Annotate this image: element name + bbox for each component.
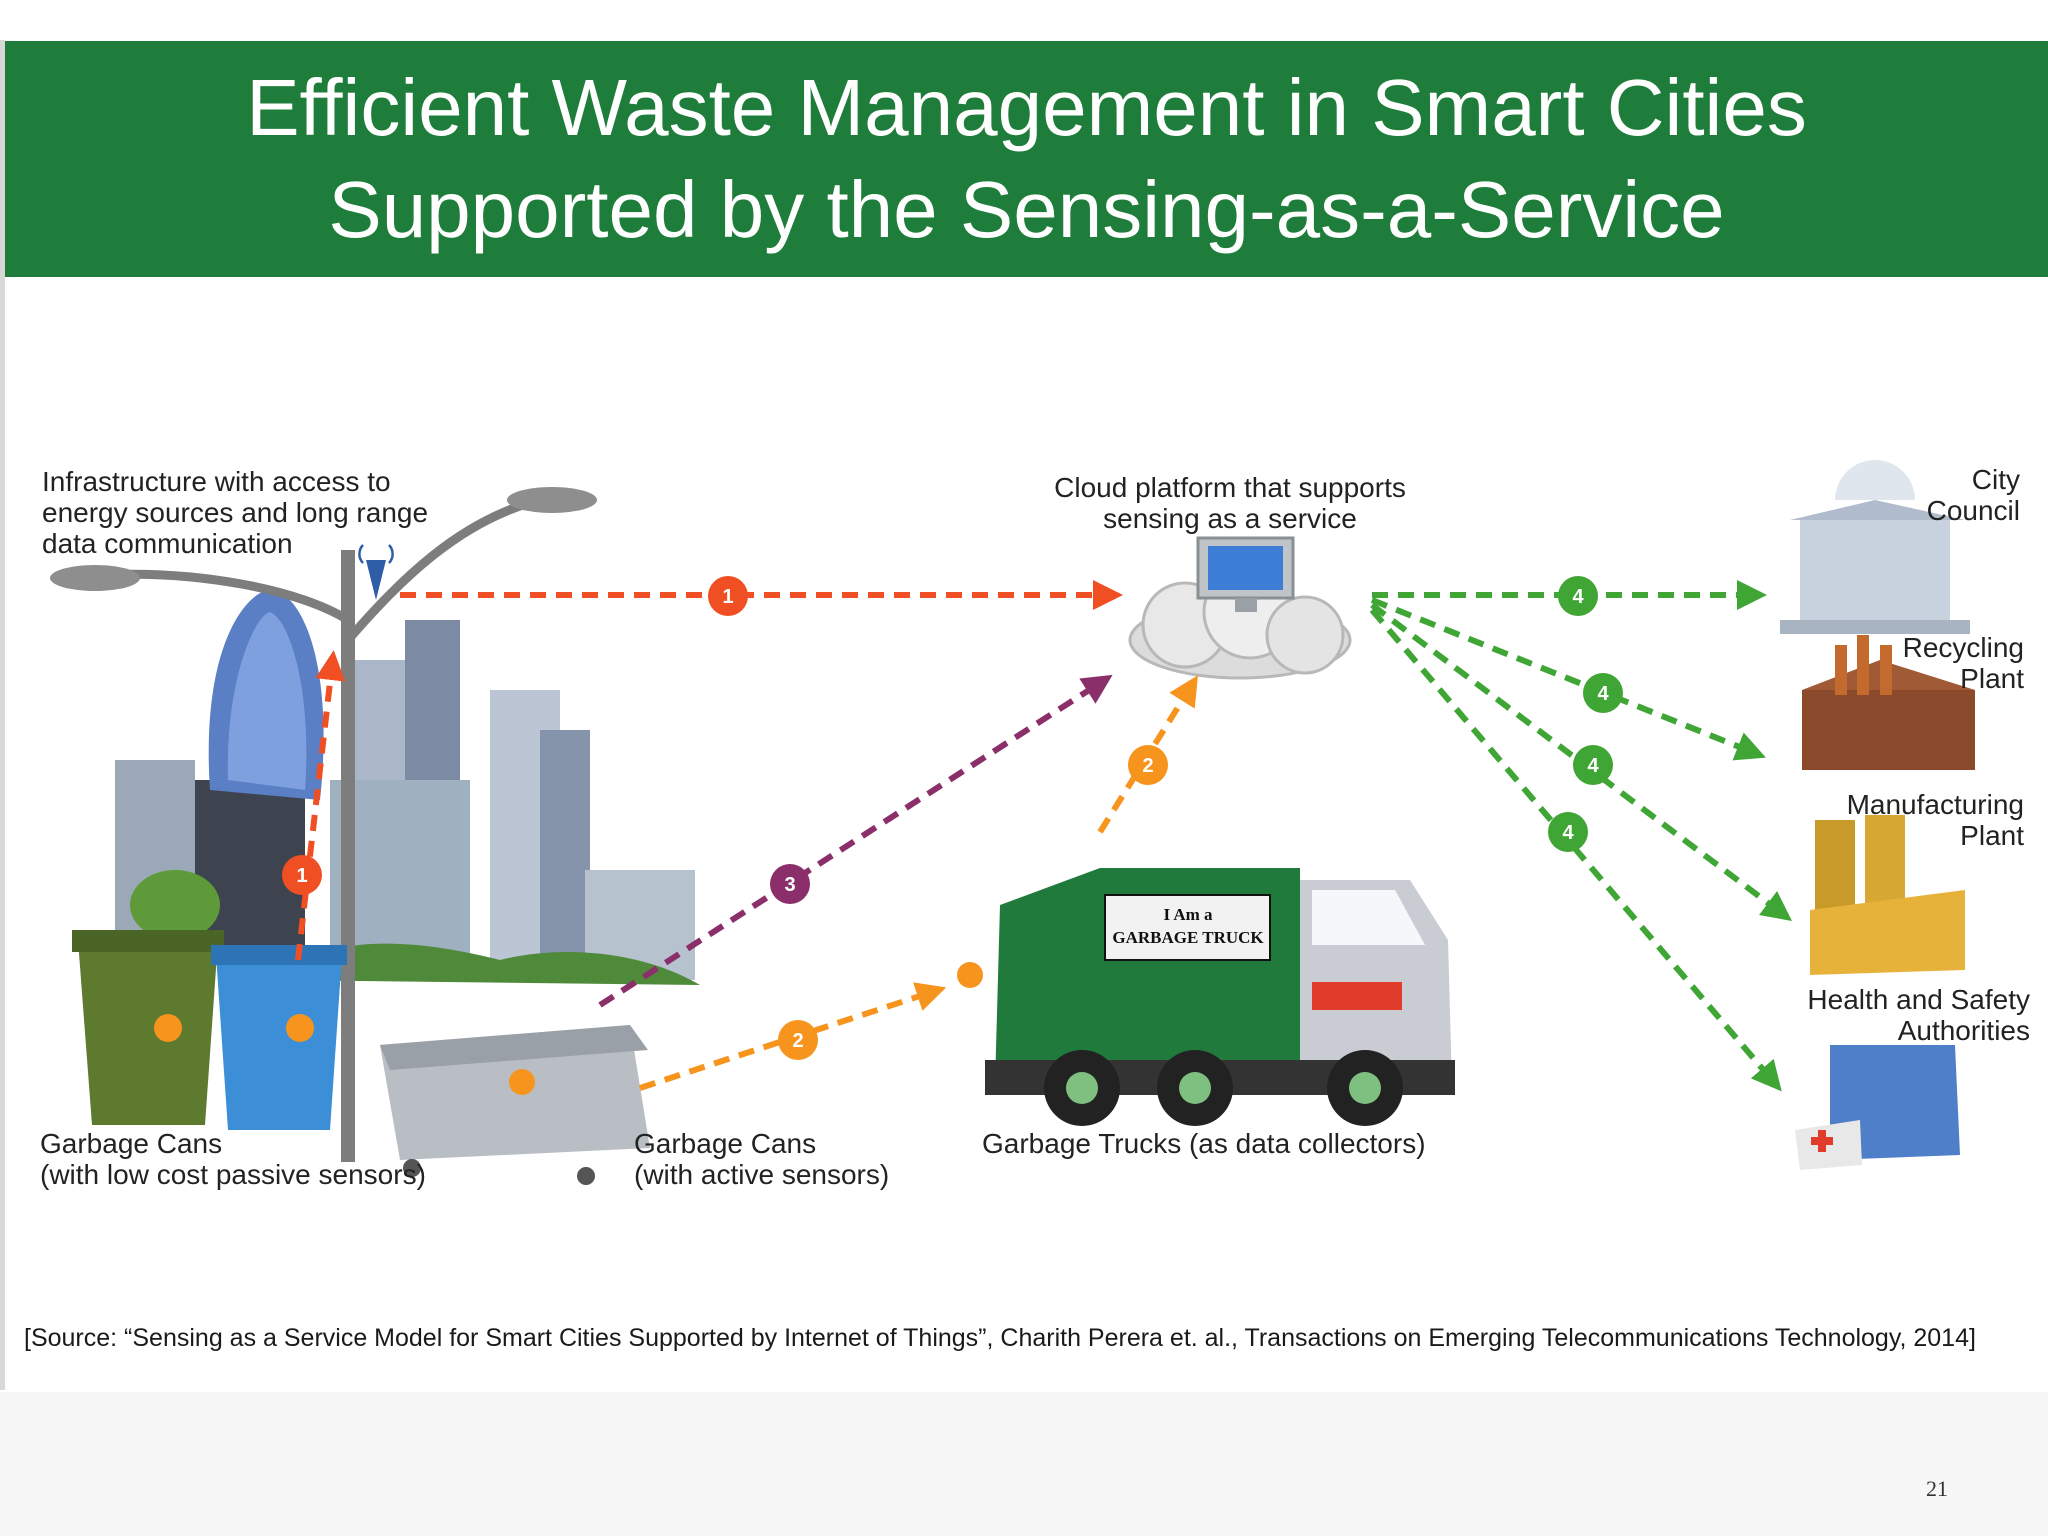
hospital-icon (1795, 1045, 1960, 1170)
label-infrastructure-line-3: data communication (42, 528, 293, 559)
label-manufacturing-line-1: Manufacturing (1846, 789, 2024, 820)
marker-4-d: 4 (1548, 812, 1588, 852)
flow-3-arrow-dumpster-to-cloud (598, 674, 1113, 1008)
label-passive-cans-line-1: Garbage Cans (40, 1128, 223, 1159)
truck-sign-line-1: I Am a (1163, 905, 1213, 924)
svg-text:3: 3 (784, 874, 795, 896)
label-city-council-line-2: Council (1926, 495, 2020, 526)
flow-3-arrows: 3 (598, 674, 1113, 1008)
marker-4-a: 4 (1558, 576, 1598, 616)
flow-1-arrow-vertical (295, 650, 346, 961)
label-infrastructure-line-2: energy sources and long range (42, 497, 429, 528)
marker-1-top: 1 (708, 576, 748, 616)
marker-2-upper: 2 (1128, 745, 1168, 785)
label-infrastructure: Infrastructure with access to energy sou… (42, 466, 428, 559)
marker-3: 3 (770, 864, 810, 904)
label-active-cans-line-1: Garbage Cans (634, 1128, 817, 1159)
label-health-line-2: Authorities (1897, 1015, 2030, 1046)
svg-text:4: 4 (1562, 822, 1574, 844)
marker-4-b: 4 (1583, 673, 1623, 713)
flow-1-arrows: 1 1 (282, 576, 1123, 961)
label-garbage-trucks: Garbage Trucks (as data collectors) (982, 1128, 1426, 1159)
svg-text:1: 1 (722, 586, 733, 608)
garbage-truck-icon: I Am a GARBAGE TRUCK (957, 868, 1455, 1126)
label-manufacturing-plant: Manufacturing Plant (1760, 789, 2024, 851)
marker-2-bottom: 2 (778, 1020, 818, 1060)
label-health-safety: Health and Safety Authorities (1760, 984, 2030, 1046)
svg-text:2: 2 (1142, 755, 1153, 777)
flow-4-arrows: 4 4 4 4 (1369, 576, 1792, 1092)
flow-4-arrow-recycling-plant (1370, 597, 1766, 761)
label-cloud-line-1: Cloud platform that supports (1054, 472, 1406, 503)
label-passive-cans-line-2: (with low cost passive sensors) (40, 1159, 426, 1190)
title-line-2: Supported by the Sensing-as-a-Service (328, 165, 1725, 254)
recycling-plant-icon (1802, 635, 1975, 770)
label-infrastructure-line-1: Infrastructure with access to (42, 466, 391, 497)
label-passive-cans: Garbage Cans (with low cost passive sens… (40, 1128, 426, 1190)
cloud-computer-icon (1128, 536, 1352, 680)
marker-4-c: 4 (1573, 745, 1613, 785)
truck-sign-line-2: GARBAGE TRUCK (1112, 928, 1264, 947)
svg-text:1: 1 (296, 865, 307, 887)
label-recycling-plant: Recycling Plant (1820, 632, 2024, 694)
garbage-can-icon (72, 930, 347, 1130)
flow-4-arrow-manufacturing-plant (1370, 602, 1792, 922)
city-council-icon (1780, 460, 1970, 634)
dumpster-icon (380, 1025, 650, 1185)
label-recycling-line-2: Plant (1960, 663, 2024, 694)
flow-2-arrows: 2 2 (639, 675, 1198, 1091)
label-active-cans: Garbage Cans (with active sensors) (634, 1128, 889, 1190)
left-rule (0, 40, 5, 1390)
label-recycling-line-1: Recycling (1902, 632, 2024, 663)
wifi-antenna-icon (358, 544, 394, 600)
city-skyline-icon (115, 590, 700, 985)
label-manufacturing-line-2: Plant (1960, 820, 2024, 851)
page-number: 21 (1926, 1476, 1948, 1501)
label-active-cans-line-2: (with active sensors) (634, 1159, 890, 1190)
label-cloud-platform: Cloud platform that supports sensing as … (1030, 472, 1430, 534)
source-citation: [Source: “Sensing as a Service Model for… (24, 1324, 1976, 1352)
street-lamp-icon (50, 487, 597, 1162)
label-city-council: City Council (1820, 464, 2020, 526)
label-cloud-line-2: sensing as a service (1103, 503, 1357, 534)
slide-footer (0, 1392, 2048, 1536)
svg-text:4: 4 (1597, 683, 1609, 705)
svg-text:2: 2 (792, 1030, 803, 1052)
title-bar: Efficient Waste Management in Smart Citi… (5, 41, 2048, 277)
label-city-council-line-1: City (1971, 464, 2020, 495)
marker-1-left: 1 (282, 855, 322, 895)
title-line-1: Efficient Waste Management in Smart Citi… (246, 63, 1807, 152)
svg-text:4: 4 (1572, 586, 1584, 608)
svg-text:4: 4 (1587, 755, 1599, 777)
label-health-line-1: Health and Safety (1807, 984, 2030, 1015)
manufacturing-plant-icon (1810, 815, 1965, 975)
